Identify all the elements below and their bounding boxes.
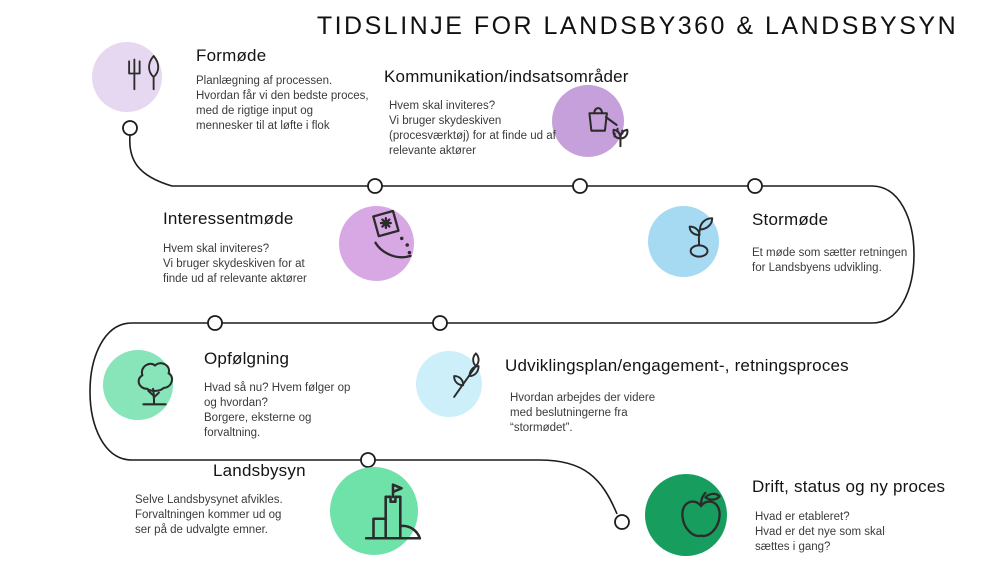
milestone-description: Hvad er etableret? Hvad er det nye som s… xyxy=(755,511,885,553)
sandcastle-icon xyxy=(364,483,422,540)
seedling-icon xyxy=(453,352,480,398)
page-title: TIDSLINJE FOR LANDSBY360 & LANDSBYSYN xyxy=(316,12,959,40)
milestone-description: Selve Landsbysynet afvikles. Forvaltning… xyxy=(135,494,283,536)
timeline-node xyxy=(367,178,383,194)
timeline-node xyxy=(614,514,630,530)
garden-tools-icon xyxy=(128,55,160,91)
milestone-description: Hvordan arbejdes der videre med beslutni… xyxy=(510,392,656,434)
milestone-title: Interessentmøde xyxy=(163,209,294,228)
timeline-node xyxy=(360,452,376,468)
timeline-node xyxy=(572,178,588,194)
tree-icon xyxy=(137,362,174,406)
milestone-title: Kommunikation/indsatsområder xyxy=(384,67,629,86)
milestone-title: Stormøde xyxy=(752,210,829,229)
seed-packet-icon xyxy=(372,209,412,259)
sprout-icon xyxy=(688,217,714,258)
milestone-circle xyxy=(92,42,162,112)
timeline-node xyxy=(122,120,138,136)
timeline-line xyxy=(89,134,915,515)
timeline-node xyxy=(207,315,223,331)
timeline-node xyxy=(747,178,763,194)
milestone-description: Hvad så nu? Hvem følger op og hvordan? B… xyxy=(204,382,351,439)
watering-can-icon xyxy=(588,107,629,148)
milestone-title: Formøde xyxy=(196,46,267,65)
milestone-title: Landsbysyn xyxy=(213,461,306,480)
milestone-title: Opfølgning xyxy=(204,349,290,368)
timeline-node xyxy=(432,315,448,331)
milestone-title: Udviklingsplan/engagement-, retningsproc… xyxy=(505,356,849,375)
milestone-description: Et møde som sætter retningen for Landsby… xyxy=(752,247,908,274)
milestone-title: Drift, status og ny proces xyxy=(752,477,946,496)
milestone-description: Hvem skal inviteres? Vi bruger skydeskiv… xyxy=(389,100,556,157)
milestone-description: Hvem skal inviteres? Vi bruger skydeskiv… xyxy=(163,243,307,285)
apple-icon xyxy=(681,491,721,538)
milestone-description: Planlægning af processen. Hvordan får vi… xyxy=(196,75,369,132)
